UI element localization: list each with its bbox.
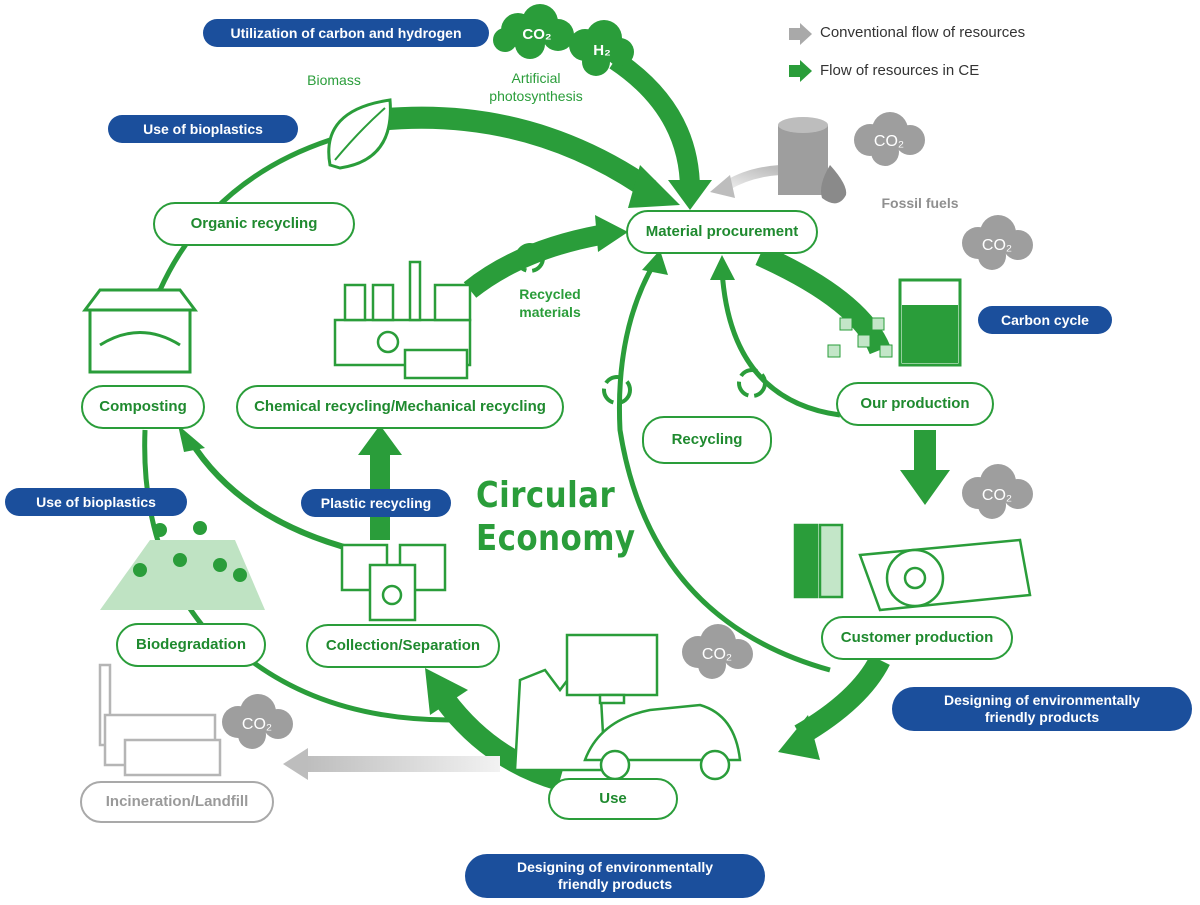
co2-h2-arrowhead — [668, 180, 712, 210]
crop-field-icon — [100, 521, 265, 610]
composting-arrowhead — [178, 425, 205, 452]
use-of-bioplastics-top-tag: Use of bioplastics — [108, 115, 298, 143]
co2-cloud-use — [682, 624, 753, 679]
organic-recycling-node: Organic recycling — [153, 202, 355, 246]
factory-icon — [333, 260, 472, 380]
fossil-fuels-label: Fossil fuels — [881, 195, 959, 211]
co2-cloud-incineration — [222, 694, 293, 749]
h2-label-top: H₂ — [593, 42, 611, 59]
our-production-node: Our production — [836, 382, 994, 426]
recycle-icon-top — [515, 243, 545, 273]
leaf-icon — [327, 98, 392, 170]
carbon-cycle-tag: Carbon cycle — [978, 306, 1112, 334]
material-procurement-node: Material procurement — [626, 210, 818, 254]
biomass-label: Biomass — [307, 72, 361, 88]
recycled-materials-arrowhead — [595, 215, 628, 252]
co2-cloud-production — [962, 215, 1033, 270]
tv-icon — [565, 633, 659, 705]
pellets-beaker-icon — [827, 278, 962, 367]
co2-label-customer: CO₂ — [981, 487, 1013, 504]
biomass-arrowhead — [628, 165, 680, 208]
production-loop-arrowhead — [710, 255, 735, 280]
use-to-collection-arrowhead — [425, 668, 468, 715]
biodeg-to-use-line — [248, 657, 451, 723]
legend-ce: Flow of resources in CE — [820, 62, 980, 79]
biodegradation-node: Biodegradation — [116, 623, 266, 667]
oil-drum-icon — [778, 117, 847, 204]
car-icon — [583, 703, 742, 781]
diagram-title: Circular Economy — [476, 474, 636, 560]
procurement-to-production-arrow — [755, 244, 891, 355]
biomass-arrow — [358, 106, 657, 200]
use-of-bioplastics-left-tag: Use of bioplastics — [5, 488, 187, 516]
co2-label-use: CO₂ — [701, 646, 733, 663]
co2-label-incineration: CO₂ — [241, 716, 273, 733]
incineration-factory-icon — [98, 663, 222, 777]
legend-conventional: Conventional flow of resources — [820, 24, 1026, 41]
fossil-fuel-arrowhead — [710, 175, 735, 198]
collection-to-composting-line — [187, 438, 356, 553]
designing-bottom-tag: Designing of environmentally friendly pr… — [465, 854, 765, 898]
co2-h2-arrow — [609, 51, 700, 191]
recycled-materials-arrow — [463, 225, 602, 298]
co2-cloud-customer — [962, 464, 1033, 519]
inner-recycling-loop — [616, 260, 831, 673]
production-to-customer-arrowhead — [900, 470, 950, 505]
recycle-icon-right — [737, 368, 767, 398]
film-rolls-icon — [793, 523, 1032, 612]
customer-to-use-arrowhead — [778, 715, 820, 760]
plastic-recycling-tag: Plastic recycling — [301, 489, 451, 517]
legend-ce-arrow — [789, 60, 812, 82]
fossil-fuel-arrow — [725, 165, 781, 190]
use-to-collection-arrow — [436, 693, 564, 791]
chemical-mechanical-recycling-node: Chemical recycling/Mechanical recycling — [236, 385, 564, 429]
co2-label-top: CO₂ — [522, 26, 552, 43]
co2-label-production: CO₂ — [981, 237, 1013, 254]
title-line-1: Circular — [476, 475, 616, 516]
composting-node: Composting — [81, 385, 205, 429]
co2-cloud-green — [493, 4, 574, 59]
use-node: Use — [548, 778, 678, 820]
recycled-materials-label: Recycled materials — [519, 286, 581, 320]
incineration-landfill-node: Incineration/Landfill — [80, 781, 274, 823]
recycle-icon-left — [602, 375, 632, 405]
inner-loop-arrowhead — [642, 250, 668, 275]
co2-cloud-fossil — [854, 112, 925, 166]
incineration-arrow-shaft — [305, 756, 500, 772]
title-line-2: Economy — [476, 518, 636, 560]
collection-bins-icon — [340, 543, 447, 622]
customer-to-use-arrow — [794, 654, 890, 745]
compost-bin-icon — [82, 288, 198, 374]
collection-to-recycling-arrowhead — [358, 425, 402, 455]
designing-right-tag: Designing of environmentally friendly pr… — [892, 687, 1192, 731]
utilization-carbon-hydrogen-tag: Utilization of carbon and hydrogen — [203, 19, 489, 47]
co2-label-fossil: CO₂ — [873, 133, 905, 150]
recycling-node: Recycling — [642, 416, 772, 464]
collection-separation-node: Collection/Separation — [306, 624, 500, 668]
customer-production-node: Customer production — [821, 616, 1013, 660]
h2-cloud-green — [569, 20, 634, 76]
incineration-arrowhead — [283, 748, 308, 780]
artificial-photosynthesis-label: Artificial photosynthesis — [489, 70, 583, 104]
legend-conventional-arrow — [789, 23, 812, 45]
